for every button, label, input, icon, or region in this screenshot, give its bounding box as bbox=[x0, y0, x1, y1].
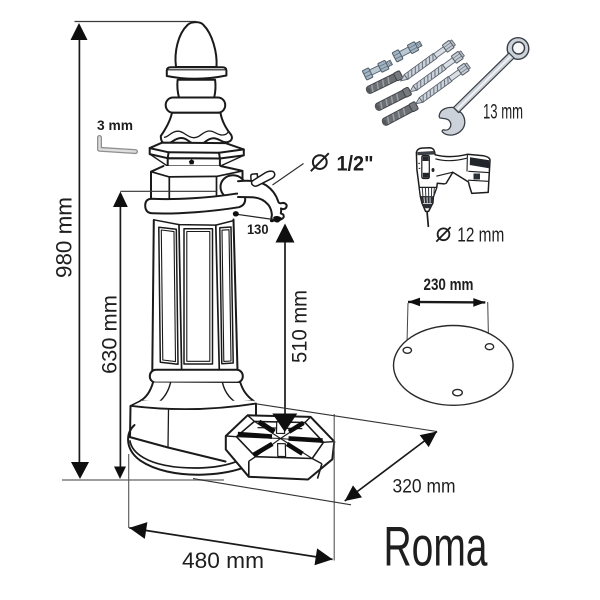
svg-text:12 mm: 12 mm bbox=[457, 225, 504, 247]
svg-text:130: 130 bbox=[247, 221, 269, 237]
svg-text:Roma: Roma bbox=[384, 515, 489, 578]
svg-text:980 mm: 980 mm bbox=[52, 197, 77, 278]
svg-text:510 mm: 510 mm bbox=[289, 290, 312, 363]
svg-text:1/2": 1/2" bbox=[337, 152, 374, 175]
svg-text:13 mm: 13 mm bbox=[483, 101, 523, 124]
svg-text:230 mm: 230 mm bbox=[424, 275, 474, 294]
svg-text:3 mm: 3 mm bbox=[97, 118, 133, 133]
svg-text:320 mm: 320 mm bbox=[393, 477, 456, 498]
svg-text:480 mm: 480 mm bbox=[182, 548, 264, 573]
svg-text:630 mm: 630 mm bbox=[98, 295, 122, 374]
